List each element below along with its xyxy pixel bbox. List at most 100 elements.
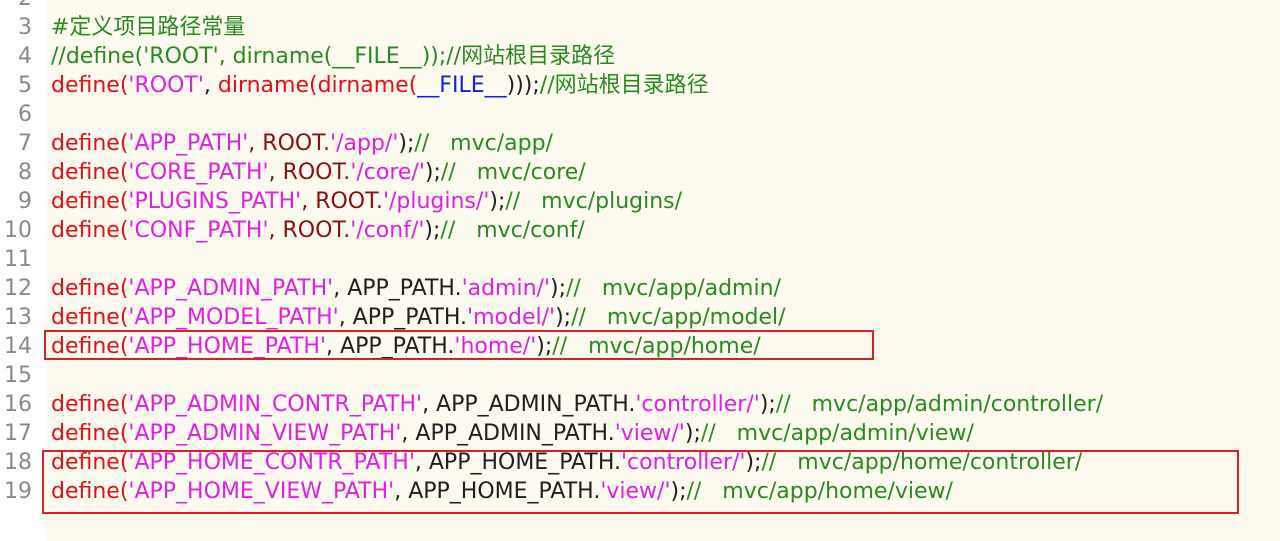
code-token: 'APP_HOME_VIEW_PATH': [128, 479, 395, 504]
line-code: define('APP_HOME_PATH', APP_PATH.'home/'…: [51, 332, 761, 361]
code-token: );: [424, 160, 441, 185]
line-number: 17: [4, 421, 32, 446]
code-token: );: [684, 421, 701, 446]
code-token: // mvc/app/home/view/: [686, 479, 953, 504]
code-token: 'APP_HOME_PATH': [128, 334, 327, 359]
code-line[interactable]: 17 define('APP_ADMIN_VIEW_PATH', APP_ADMI…: [0, 419, 1280, 448]
code-token: 'model/': [467, 305, 556, 330]
line-code: define('APP_ADMIN_PATH', APP_PATH.'admin…: [51, 274, 781, 303]
line-number: 12: [4, 276, 32, 301]
code-line[interactable]: 3 #定义项目路径常量: [0, 13, 1280, 42]
code-token: //网站根目录路径: [539, 73, 709, 98]
code-token: , ROOT.: [268, 160, 351, 185]
code-token: define(: [51, 218, 129, 243]
line-number-gutter: [0, 0, 46, 541]
line-number: 9: [18, 189, 32, 214]
line-code: define('CONF_PATH', ROOT.'/conf/');// mv…: [51, 216, 585, 245]
line-code: //define('ROOT', dirname(__FILE__));//网站…: [51, 42, 615, 71]
code-line[interactable]: 9 define('PLUGINS_PATH', ROOT.'/plugins/'…: [0, 187, 1280, 216]
code-line[interactable]: 6: [0, 100, 1280, 129]
code-token: 'view/': [600, 479, 671, 504]
code-token: dirname(dirname(: [217, 73, 418, 98]
code-token: );: [555, 305, 572, 330]
code-token: 'PLUGINS_PATH': [128, 189, 302, 214]
code-token: 'view/': [614, 421, 685, 446]
code-token: define(: [51, 479, 129, 504]
highlight-box-home-path: [44, 330, 874, 360]
code-token: , ROOT.: [248, 131, 331, 156]
code-token: );: [759, 392, 776, 417]
code-line[interactable]: 11: [0, 245, 1280, 274]
code-token: // mvc/app/home/: [552, 334, 761, 359]
line-code: define('PLUGINS_PATH', ROOT.'/plugins/')…: [51, 187, 682, 216]
code-token: define(: [51, 73, 129, 98]
line-number: 4: [18, 44, 32, 69]
code-line[interactable]: 2: [0, 0, 1280, 13]
code-token: , APP_PATH.: [326, 334, 455, 359]
code-token: , APP_HOME_PATH.: [394, 479, 601, 504]
code-token: , APP_ADMIN_PATH.: [422, 392, 636, 417]
code-token: define(: [51, 305, 129, 330]
code-token: 'CONF_PATH': [128, 218, 269, 243]
code-token: define(: [51, 160, 129, 185]
code-token: #定义项目路径常量: [51, 15, 246, 40]
code-token: define(: [51, 189, 129, 214]
code-token: );: [550, 276, 567, 301]
code-token: );: [424, 218, 441, 243]
code-token: , ROOT.: [301, 189, 383, 214]
line-code: define('APP_ADMIN_VIEW_PATH', APP_ADMIN_…: [51, 419, 974, 448]
code-token: 'home/': [454, 334, 537, 359]
code-token: define(: [51, 450, 129, 475]
line-number: 18: [4, 450, 32, 475]
line-number: 13: [4, 305, 32, 330]
code-line[interactable]: 12 define('APP_ADMIN_PATH', APP_PATH.'adm…: [0, 274, 1280, 303]
code-token: '/plugins/': [382, 189, 490, 214]
code-token: ,: [203, 73, 218, 98]
code-token: '/core/': [350, 160, 425, 185]
code-token: );: [536, 334, 553, 359]
code-line[interactable]: 4 //define('ROOT', dirname(__FILE__));//网…: [0, 42, 1280, 71]
code-token: , APP_ADMIN_PATH.: [401, 421, 615, 446]
line-number: 8: [18, 160, 32, 185]
code-token: 'APP_ADMIN_VIEW_PATH': [128, 421, 402, 446]
code-token: __FILE__: [417, 73, 507, 98]
code-line[interactable]: 19 define('APP_HOME_VIEW_PATH', APP_HOME_…: [0, 477, 1280, 506]
line-number: 3: [18, 15, 32, 40]
code-token: , APP_HOME_PATH.: [414, 450, 621, 475]
code-token: define(: [51, 334, 129, 359]
code-token: '/conf/': [350, 218, 425, 243]
code-token: // mvc/app/model/: [571, 305, 786, 330]
line-number: 19: [4, 479, 32, 504]
code-token: // mvc/conf/: [440, 218, 585, 243]
line-number: 15: [4, 363, 32, 388]
code-token: 'APP_ADMIN_PATH': [128, 276, 334, 301]
code-token: 'APP_ADMIN_CONTR_PATH': [128, 392, 423, 417]
line-number: 2: [0, 0, 32, 13]
code-token: 'admin/': [461, 276, 551, 301]
line-number: 7: [18, 131, 32, 156]
line-code: #定义项目路径常量: [51, 13, 245, 42]
code-token: define(: [51, 392, 129, 417]
code-token: );: [398, 131, 415, 156]
code-token: 'APP_MODEL_PATH': [128, 305, 339, 330]
code-token: //define('ROOT', dirname(__FILE__));//网站…: [51, 44, 616, 69]
line-number: 6: [18, 102, 32, 127]
code-token: 'controller/': [621, 450, 746, 475]
code-token: 'CORE_PATH': [128, 160, 269, 185]
code-token: // mvc/app/home/controller/: [761, 450, 1083, 475]
code-token: '/app/': [330, 131, 399, 156]
code-token: )));: [506, 73, 540, 98]
code-line[interactable]: 15: [0, 361, 1280, 390]
code-token: // mvc/app/admin/: [566, 276, 781, 301]
code-token: 'APP_PATH': [128, 131, 249, 156]
code-token: );: [670, 479, 687, 504]
